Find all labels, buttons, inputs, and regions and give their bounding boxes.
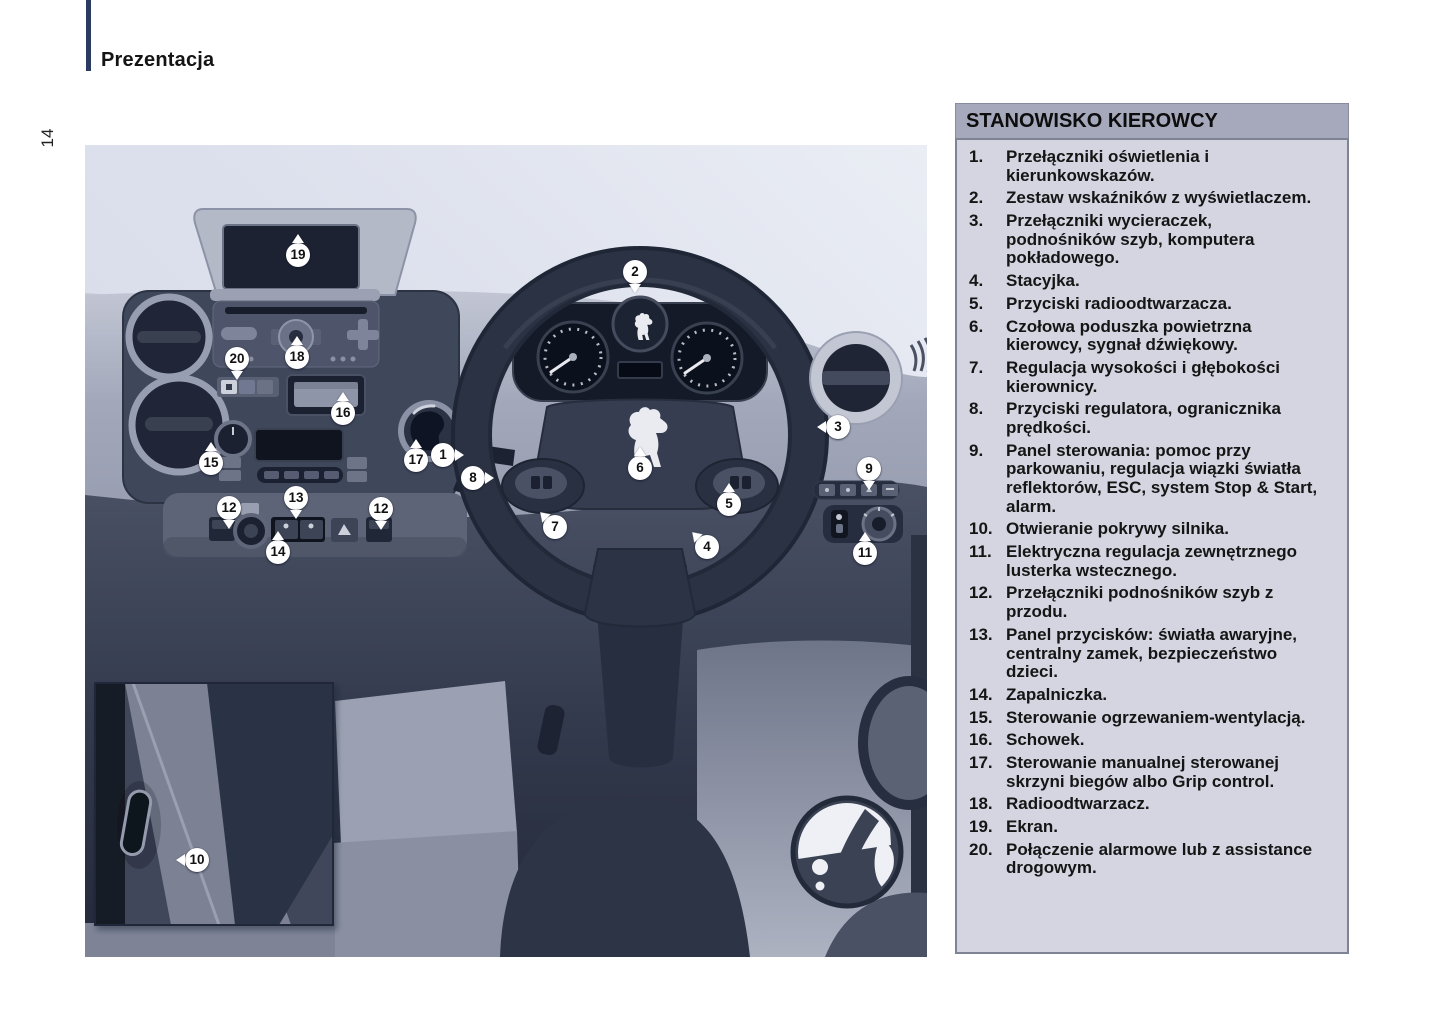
callout-marker-10: 10 xyxy=(170,848,209,872)
cd-slot xyxy=(225,307,367,314)
callout-pointer xyxy=(634,441,646,456)
driving-position-icon xyxy=(790,795,904,909)
hazard-button xyxy=(331,518,358,542)
page-number: 14 xyxy=(38,128,57,148)
gauge-right xyxy=(670,321,744,395)
bonnet-release-inset xyxy=(94,682,334,926)
legend-item-5: 5.Przyciski radioodtwarzacza. xyxy=(969,293,1232,313)
callout-marker-20: 20 xyxy=(225,347,249,386)
legend-item-15: 15.Sterowanie ogrzewaniem-wentylacją. xyxy=(969,707,1306,727)
callout-pointer xyxy=(223,520,235,535)
demister-slats xyxy=(909,337,927,372)
legend-item-11: 11.Elektryczna regulacja zewnętrznego lu… xyxy=(969,542,1297,580)
hazard-lock-panel xyxy=(271,517,325,542)
callout-pointer xyxy=(629,284,641,299)
driver-station-panel: STANOWISKO KIEROWCY 1.Przełączniki oświe… xyxy=(955,103,1349,954)
callout-marker-3: 3 xyxy=(811,415,850,439)
legend-item-17: 17.Sterowanie manualnej sterowanej skrzy… xyxy=(969,752,1280,791)
callout-pointer xyxy=(272,525,284,540)
door-recess xyxy=(858,676,927,810)
legend-item-1: 1.Przełączniki oświetlenia i kierunkowsk… xyxy=(969,147,1210,185)
callout-pointer xyxy=(291,330,303,345)
callout-pointer xyxy=(292,228,304,243)
heater-knob xyxy=(214,420,252,458)
callout-marker-18: 18 xyxy=(285,336,309,369)
callout-pointer xyxy=(410,433,422,448)
callout-pointer xyxy=(723,477,735,492)
callout-marker-9: 9 xyxy=(857,457,881,496)
callout-marker-12-left: 12 xyxy=(217,496,241,535)
callout-marker-1: 1 xyxy=(431,443,470,467)
legend-item-20: 20.Połączenie alarmowe lub z assistance … xyxy=(969,839,1313,878)
air-vent-upper-left xyxy=(125,293,213,381)
cigarette-lighter xyxy=(233,503,269,549)
legend-item-7: 7.Regulacja wysokości i głębokości kiero… xyxy=(969,357,1280,396)
callout-pointer xyxy=(205,436,217,451)
window-switch-left xyxy=(209,517,235,541)
callout-pointer xyxy=(337,386,349,401)
legend-item-19: 19.Ekran. xyxy=(969,817,1058,836)
callout-pointer xyxy=(811,421,826,433)
callout-marker-13: 13 xyxy=(284,486,308,525)
legend-item-13: 13.Panel przycisków: światła awaryjne, c… xyxy=(969,624,1298,682)
bonnet-release-lever xyxy=(119,789,153,857)
kick-panel xyxy=(335,681,517,845)
callout-marker-4: 4 xyxy=(683,523,719,559)
control-panel-buttons xyxy=(812,480,900,500)
legend-item-2: 2.Zestaw wskaźników z wyświetlaczem. xyxy=(969,188,1312,208)
wheel-pod-left xyxy=(501,458,585,514)
heater-display xyxy=(254,428,344,462)
callout-marker-15: 15 xyxy=(199,442,223,475)
cluster-emblem xyxy=(611,295,669,353)
callout-marker-14: 14 xyxy=(266,531,290,564)
legend-item-4: 4.Stacyjka. xyxy=(969,271,1080,291)
legend-item-10: 10.Otwieranie pokrywy silnika. xyxy=(969,519,1229,539)
callout-marker-17: 17 xyxy=(404,439,428,472)
callout-pointer xyxy=(375,521,387,536)
callout-marker-16: 16 xyxy=(331,392,355,425)
switch-band xyxy=(163,493,467,557)
dashboard-illustration: 1 2 3 4 5 6 7 8 9 10 11 12 13 12 14 15 1… xyxy=(85,145,927,957)
callout-pointer xyxy=(170,854,185,866)
callout-marker-5: 5 xyxy=(717,483,741,516)
callout-marker-6: 6 xyxy=(628,447,652,480)
air-vent-right xyxy=(809,331,903,425)
callout-pointer xyxy=(455,449,470,461)
legend-item-18: 18.Radioodtwarzacz. xyxy=(969,794,1150,814)
callout-marker-12-right: 12 xyxy=(369,497,393,536)
section-accent-bar xyxy=(86,0,91,71)
legend-item-6: 6.Czołowa poduszka powietrzna kierowcy, … xyxy=(969,316,1252,355)
seat-silhouette xyxy=(500,798,750,957)
legend-item-16: 16.Schowek. xyxy=(969,730,1085,750)
panel-title: STANOWISKO KIEROWCY xyxy=(955,103,1349,138)
legend-list: 1.Przełączniki oświetlenia i kierunkowsk… xyxy=(955,138,1349,954)
callout-pointer xyxy=(485,472,500,484)
window-switch-right xyxy=(366,517,392,542)
legend-item-3: 3.Przełączniki wycieraczek, podnośników … xyxy=(969,211,1255,268)
callout-pointer xyxy=(859,526,871,541)
legend-item-12: 12.Przełączniki podnośników szyb z przod… xyxy=(969,583,1274,622)
callout-marker-2: 2 xyxy=(623,260,647,299)
dashboard-drawing xyxy=(85,145,927,957)
callout-pointer xyxy=(863,481,875,496)
callout-marker-7: 7 xyxy=(531,503,567,539)
mirror-adjuster-panel xyxy=(823,505,903,543)
callout-pointer xyxy=(231,371,243,386)
callout-marker-8: 8 xyxy=(461,466,500,490)
callout-marker-11: 11 xyxy=(853,532,877,565)
cluster-display xyxy=(617,361,663,379)
legend-item-9: 9.Panel sterowania: pomoc przy parkowani… xyxy=(969,440,1318,516)
section-title: Prezentacja xyxy=(101,49,215,71)
center-stack xyxy=(122,208,460,504)
wheel-lower-spoke xyxy=(583,548,697,628)
gauge-left xyxy=(536,320,610,394)
heater-controls xyxy=(214,420,367,483)
legend-item-14: 14.Zapalniczka. xyxy=(969,684,1108,704)
callout-marker-19: 19 xyxy=(286,234,310,267)
callout-pointer xyxy=(290,510,302,525)
emergency-call-buttons xyxy=(217,377,279,397)
center-floor xyxy=(333,831,521,957)
legend-item-8: 8.Przyciski regulatora, ogranicznika prę… xyxy=(969,399,1281,437)
